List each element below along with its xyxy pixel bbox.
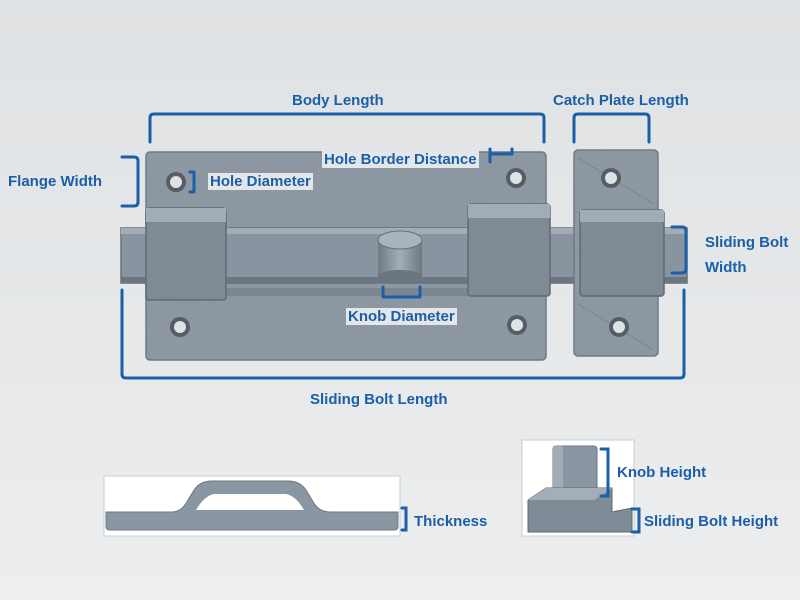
thickness-inset [103,475,401,537]
mounting-hole [170,317,190,337]
sliding-bolt-width-label-line1: Sliding Bolt [705,234,789,251]
catch-plate-hole [601,168,621,188]
sliding-bolt-width-label-line2: Width [705,259,747,276]
body-length-label: Body Length [292,92,384,109]
knob-height-bracket [599,447,610,498]
catch-plate-hole [609,317,629,337]
sliding-bolt-height-bracket [630,507,641,534]
knob-height-label: Knob Height [617,464,707,481]
catch-plate [573,149,665,357]
sliding-bolt-width-bracket [670,225,688,275]
knob-diameter-bracket [381,285,422,299]
mounting-hole [507,315,527,335]
mounting-hole [166,172,186,192]
thickness-bracket [400,506,408,532]
guide-block-right [467,203,551,297]
hole-border-distance-bracket [488,147,514,164]
hole-diameter-bracket [188,170,196,194]
sliding-bolt-length-bracket [120,288,686,380]
thickness-label: Thickness [414,513,488,530]
catch-plate-length-bracket [572,112,651,144]
body-length-bracket [148,112,546,144]
knob-profile-inset [521,439,635,537]
hole-border-distance-label: Hole Border Distance [322,151,479,168]
mounting-hole [506,168,526,188]
guide-block-left [145,207,227,301]
hole-diameter-label: Hole Diameter [208,173,313,190]
sliding-bolt-length-label: Sliding Bolt Length [310,391,448,408]
knob [377,230,423,282]
flange-width-label: Flange Width [8,173,103,190]
knob-diameter-label: Knob Diameter [346,308,457,325]
sliding-bolt-height-label: Sliding Bolt Height [644,513,779,530]
flange-width-bracket [120,155,140,208]
catch-plate-length-label: Catch Plate Length [553,92,689,109]
